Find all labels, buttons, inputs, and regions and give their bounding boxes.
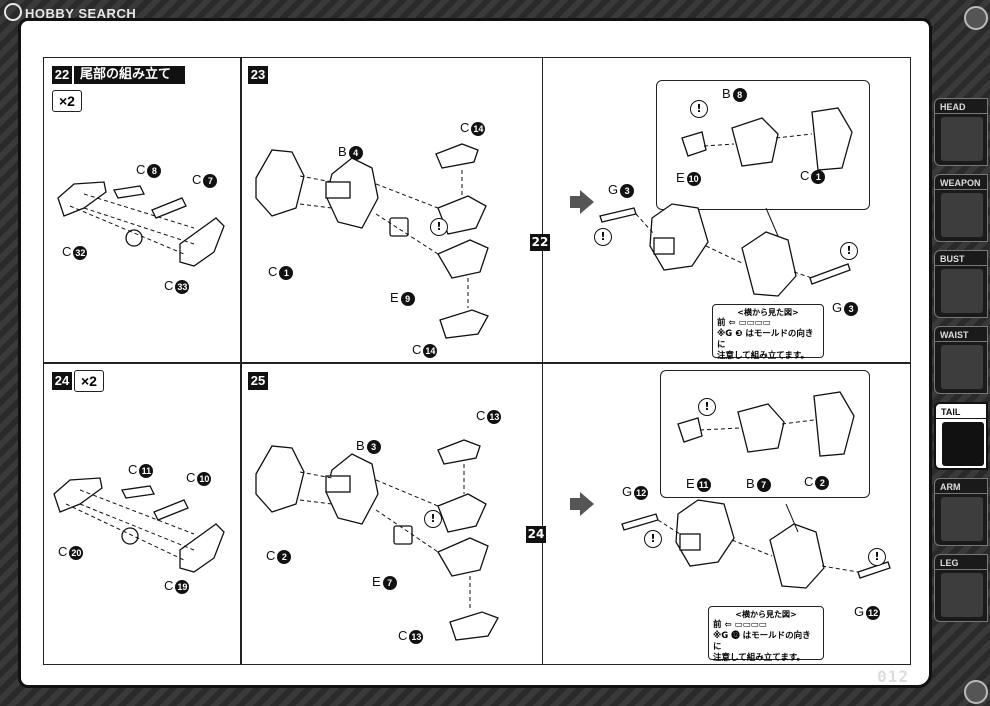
arrow-right-icon [570,492,594,516]
assembly-drawing [57,181,225,267]
assembly-drawing [621,391,891,589]
tab-label: WAIST [935,327,987,342]
divider [542,58,543,362]
note-text: 注意して組み立てます。 [717,351,809,361]
step-number: 23 [248,66,268,84]
caution-icon: ! [644,530,662,548]
note-text: 注意して組み立てます。 [713,653,805,663]
step-reference: 22 [530,234,550,251]
note-text: ※G ⓬ はモールドの向きに [713,631,811,652]
step-title: 尾部の組み立て [74,66,186,84]
arm-icon [941,497,983,541]
caution-icon: ! [690,100,708,118]
waist-icon [941,345,983,389]
step-reference: 24 [526,526,546,543]
tab-label: BUST [935,251,987,266]
weapon-icon [941,193,983,237]
screw-icon [964,6,988,30]
page-number: 012 [877,667,909,686]
caution-icon: ! [840,242,858,260]
assembly-drawing [255,439,499,641]
dragon-head-icon [941,117,983,161]
note-title: <横から見た図> [735,610,797,619]
watermark-text: HOBBY SEARCH [25,6,137,21]
divider [542,364,543,664]
tab-tail[interactable]: TAIL [934,402,988,470]
caution-icon: ! [868,548,886,566]
tab-label: TAIL [936,404,986,419]
caution-icon: ! [424,510,442,528]
note-diagram: 前 ⇦ ▭▭▭▭ [713,620,767,630]
caution-icon: ! [430,218,448,236]
note-diagram: 前 ⇦ ▭▭▭▭ [717,318,771,328]
step-number: 25 [248,372,268,390]
section-tabs: HEAD WEAPON BUST WAIST TAIL ARM LEG [932,60,990,660]
assembly-drawing [599,107,853,297]
tab-head[interactable]: HEAD [934,98,988,166]
assembly-drawing [53,477,225,573]
quantity-badge: ×2 [74,370,104,392]
step-number: 22 [52,66,72,84]
tab-label: ARM [935,479,987,494]
tab-weapon[interactable]: WEAPON [934,174,988,242]
screw-icon [964,680,988,704]
tab-label: LEG [935,555,987,570]
caution-icon: ! [698,398,716,416]
note-title: <横から見た図> [737,308,799,317]
side-view-note: <横から見た図> 前 ⇦ ▭▭▭▭ ※G ⓬ はモールドの向きに 注意して組み立… [708,606,824,663]
watermark-logo-icon [4,3,22,21]
tab-bust[interactable]: BUST [934,250,988,318]
quantity-badge: ×2 [52,90,82,112]
tab-leg[interactable]: LEG [934,554,988,622]
leg-icon [941,573,983,617]
tab-waist[interactable]: WAIST [934,326,988,394]
assembly-drawing [255,143,489,339]
tail-icon [942,422,984,466]
watermark: HOBBY SEARCH [4,3,136,21]
arrow-right-icon [570,190,594,214]
caution-icon: ! [594,228,612,246]
tab-label: WEAPON [935,175,987,190]
bust-icon [941,269,983,313]
tab-label: HEAD [935,99,987,114]
step-number: 24 [52,372,72,390]
side-view-note: <横から見た図> 前 ⇦ ▭▭▭▭ ※G ❸ はモールドの向きに 注意して組み立… [712,304,824,361]
note-text: ※G ❸ はモールドの向きに [717,329,814,350]
tab-arm[interactable]: ARM [934,478,988,546]
